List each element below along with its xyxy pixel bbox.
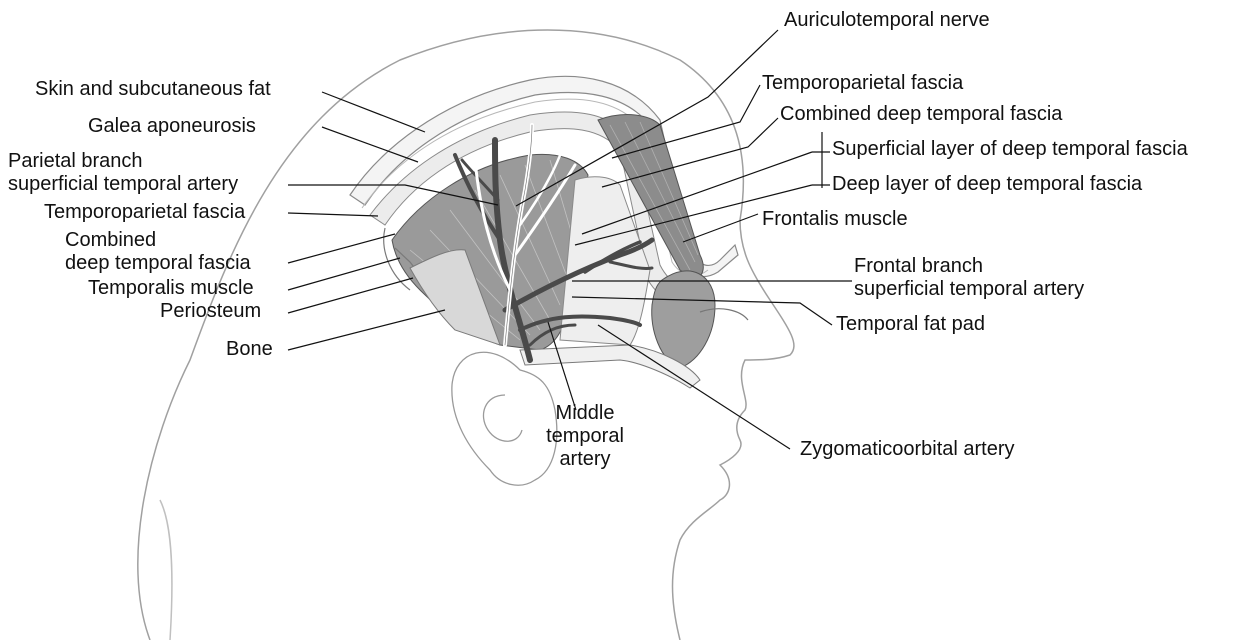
label-combined-deep-right: Combined deep temporal fascia [780, 103, 1062, 126]
leader-periosteum [288, 278, 413, 313]
label-deep-layer: Deep layer of deep temporal fascia [832, 173, 1142, 196]
label-temporoparietal-fascia-left: Temporoparietal fascia [44, 201, 245, 224]
eye-region [652, 271, 748, 368]
label-middle-temporal-line2: temporal [545, 425, 625, 448]
label-periosteum: Periosteum [160, 300, 261, 323]
label-auriculotemporal-nerve: Auriculotemporal nerve [784, 9, 990, 32]
leader-frontalis [683, 214, 758, 242]
fascia-layer-bracket [812, 132, 830, 188]
label-frontal-branch-line1: Frontal branch [854, 255, 983, 278]
label-galea-aponeurosis: Galea aponeurosis [88, 115, 256, 138]
leader-bone [288, 310, 445, 350]
label-zygomaticoorbital-artery: Zygomaticoorbital artery [800, 438, 1015, 461]
label-middle-temporal-line3: artery [545, 448, 625, 471]
leader-skin [322, 92, 425, 132]
label-frontalis-muscle: Frontalis muscle [762, 208, 908, 231]
leader-combined-left [288, 234, 395, 263]
label-temporalis-muscle: Temporalis muscle [88, 277, 254, 300]
label-bone: Bone [226, 338, 273, 361]
label-superficial-layer: Superficial layer of deep temporal fasci… [832, 138, 1188, 161]
label-combined-deep-left-line2: deep temporal fascia [65, 252, 251, 275]
ear [452, 352, 557, 485]
label-frontal-branch-line2: superficial temporal artery [854, 278, 1084, 301]
label-temporoparietal-fascia-right: Temporoparietal fascia [762, 72, 963, 95]
label-parietal-branch-line1: Parietal branch [8, 150, 143, 173]
label-parietal-branch-line2: superficial temporal artery [8, 173, 238, 196]
label-middle-temporal-line1: Middle [545, 402, 625, 425]
label-combined-deep-left-line1: Combined [65, 229, 156, 252]
leader-temporoparietal-left [288, 213, 378, 216]
label-skin-subcutaneous-fat: Skin and subcutaneous fat [35, 78, 271, 101]
leader-temporalis [288, 258, 400, 290]
label-temporal-fat-pad: Temporal fat pad [836, 313, 985, 336]
